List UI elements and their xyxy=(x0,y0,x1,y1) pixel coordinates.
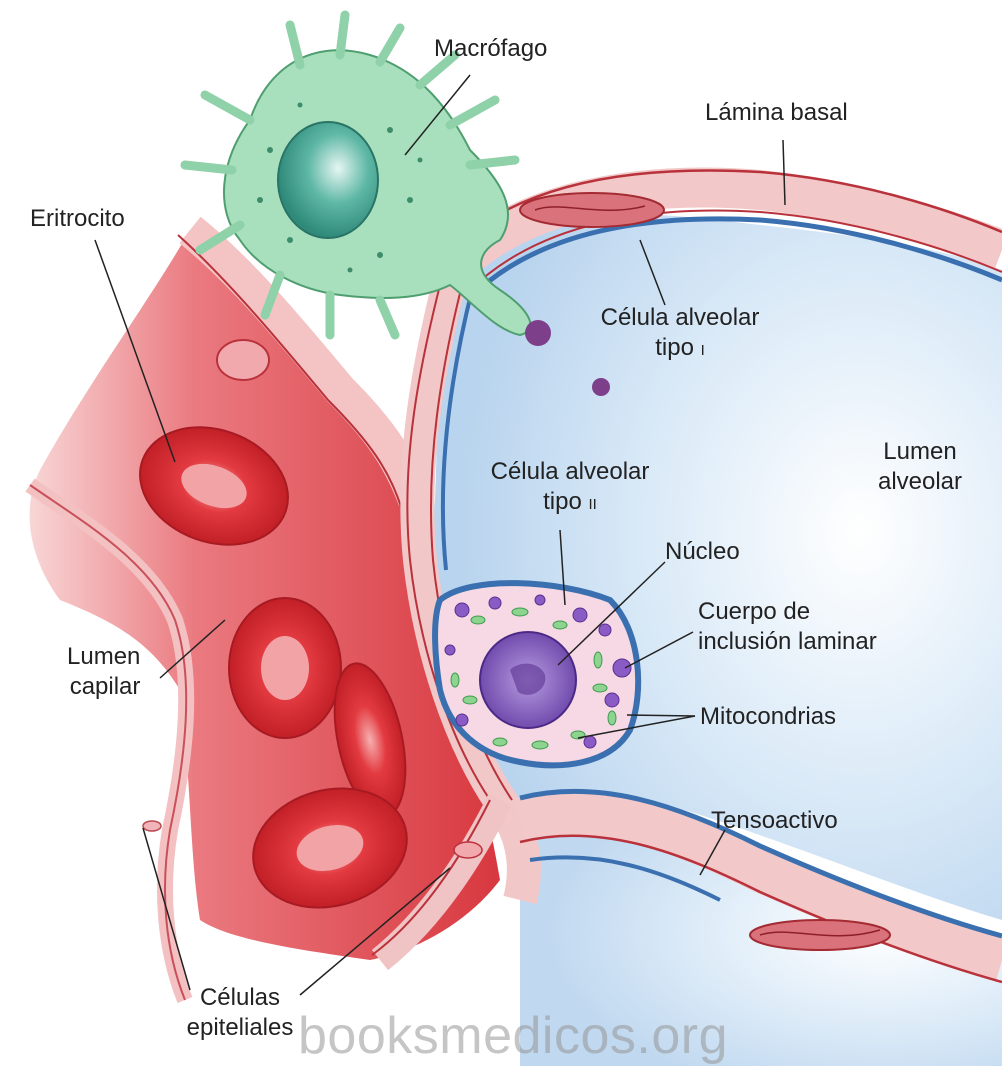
particle xyxy=(525,320,551,346)
label-tipo1-line2: tipo I xyxy=(580,333,780,366)
label-cuerpo-inclusion-laminar: Cuerpo de inclusión laminar xyxy=(698,597,877,657)
label-lumen-capilar: Lumen capilar xyxy=(67,642,140,702)
label-tipo2-line2: tipo II xyxy=(470,487,670,520)
label-cuerpo-line2: inclusión laminar xyxy=(698,627,877,657)
label-macrofago: Macrófago xyxy=(434,34,547,64)
label-celulas-line2: epiteliales xyxy=(165,1013,315,1043)
label-tensoactivo: Tensoactivo xyxy=(711,806,838,836)
label-lumen-alveolar: Lumen alveolar xyxy=(860,437,980,497)
label-tipo1-line1: Célula alveolar xyxy=(580,303,780,333)
macrophage-nucleus xyxy=(278,122,378,238)
watermark: booksmedicos.org xyxy=(298,1006,728,1066)
type2-alveolar-cell xyxy=(435,583,638,765)
label-celulas-epiteliales: Células epiteliales xyxy=(165,983,315,1043)
label-eritrocito: Eritrocito xyxy=(30,204,125,234)
label-lumen-alveolar-line2: alveolar xyxy=(860,467,980,497)
label-lamina-basal: Lámina basal xyxy=(705,98,848,128)
label-tipo2-line1: Célula alveolar xyxy=(470,457,670,487)
label-celula-alveolar-tipo-1: Célula alveolar tipo I xyxy=(580,303,780,366)
label-celulas-line1: Células xyxy=(165,983,315,1013)
label-lumen-alveolar-line1: Lumen xyxy=(860,437,980,467)
label-mitocondrias: Mitocondrias xyxy=(700,702,836,732)
label-lumen-capilar-line1: Lumen xyxy=(67,642,140,672)
label-cuerpo-line1: Cuerpo de xyxy=(698,597,877,627)
label-celula-alveolar-tipo-2: Célula alveolar tipo II xyxy=(470,457,670,520)
particle xyxy=(592,378,610,396)
label-lumen-capilar-line2: capilar xyxy=(67,672,140,702)
label-nucleo: Núcleo xyxy=(665,537,740,567)
